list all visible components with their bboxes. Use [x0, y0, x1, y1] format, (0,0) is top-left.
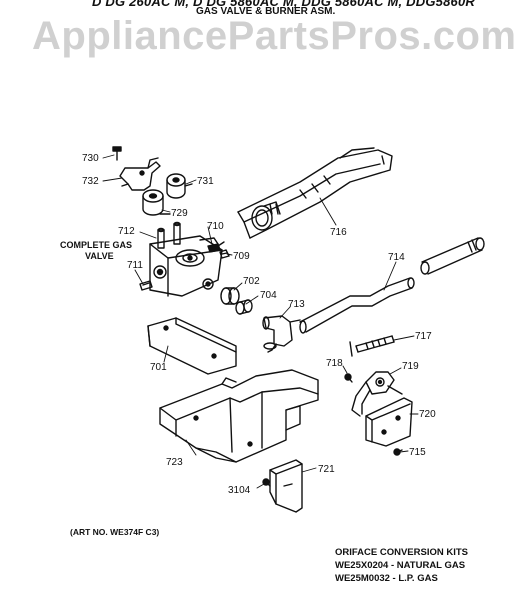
label-716: 716	[330, 227, 347, 238]
orifice-704	[235, 299, 253, 315]
label-719: 719	[402, 361, 419, 372]
kit-lp-gas: WE25M0032 - L.P. GAS	[335, 573, 438, 584]
nut-702	[220, 287, 240, 305]
label-731: 731	[197, 176, 214, 187]
art-number: (ART NO. WE374F C3)	[70, 527, 160, 537]
label-702: 702	[243, 276, 260, 287]
shield-721	[269, 459, 303, 513]
kit-natural-gas: WE25X0204 - NATURAL GAS	[335, 560, 466, 571]
model-header: D DG 260AC M, D DG 5860AC M, DDG 5860AC …	[92, 0, 475, 9]
orifice-710	[207, 241, 225, 253]
label-709: 709	[233, 251, 250, 262]
bracket-732	[119, 157, 161, 191]
label-713: 713	[288, 299, 305, 310]
watermark-text: AppliancePartsPros.com	[32, 14, 517, 58]
label-711: 711	[127, 260, 143, 271]
screw-3104	[262, 478, 271, 487]
label-3104: 3104	[228, 485, 251, 496]
complete-gas-valve-line2: VALVE	[85, 251, 114, 261]
label-710: 710	[207, 221, 224, 232]
frame-723	[159, 369, 319, 463]
label-723: 723	[166, 457, 183, 468]
elbow-713	[262, 315, 301, 353]
label-701: 701	[150, 362, 167, 373]
screw-711	[139, 280, 153, 291]
label-720: 720	[419, 409, 436, 420]
burner-716	[237, 147, 393, 239]
complete-gas-valve-line1: COMPLETE GAS	[60, 240, 132, 250]
screw-717	[349, 335, 395, 357]
label-717: 717	[415, 331, 432, 342]
coil-731	[166, 173, 193, 199]
label-712: 712	[118, 226, 135, 237]
plate-720	[365, 397, 413, 447]
label-718: 718	[326, 358, 343, 369]
label-714: 714	[388, 252, 405, 263]
label-704: 704	[260, 290, 277, 301]
kits-title: ORIFACE CONVERSION KITS	[335, 547, 469, 558]
label-721: 721	[318, 464, 335, 475]
label-715: 715	[409, 447, 426, 458]
label-732: 732	[82, 176, 99, 187]
bracket-701	[147, 317, 237, 375]
fitting-709	[219, 249, 230, 259]
diagram-subtitle: GAS VALVE & BURNER ASM.	[196, 6, 336, 17]
screw-718	[344, 373, 353, 383]
gas-valve-712	[149, 221, 223, 297]
label-729: 729	[171, 208, 188, 219]
igniter-719	[351, 371, 403, 417]
leader-lines	[102, 154, 419, 489]
screw-730	[112, 146, 122, 161]
tube-extension	[420, 237, 485, 275]
conversion-kits: ORIFACE CONVERSION KITS WE25X0204 - NATU…	[335, 546, 468, 585]
label-730: 730	[82, 153, 99, 164]
tube-714	[299, 277, 415, 334]
